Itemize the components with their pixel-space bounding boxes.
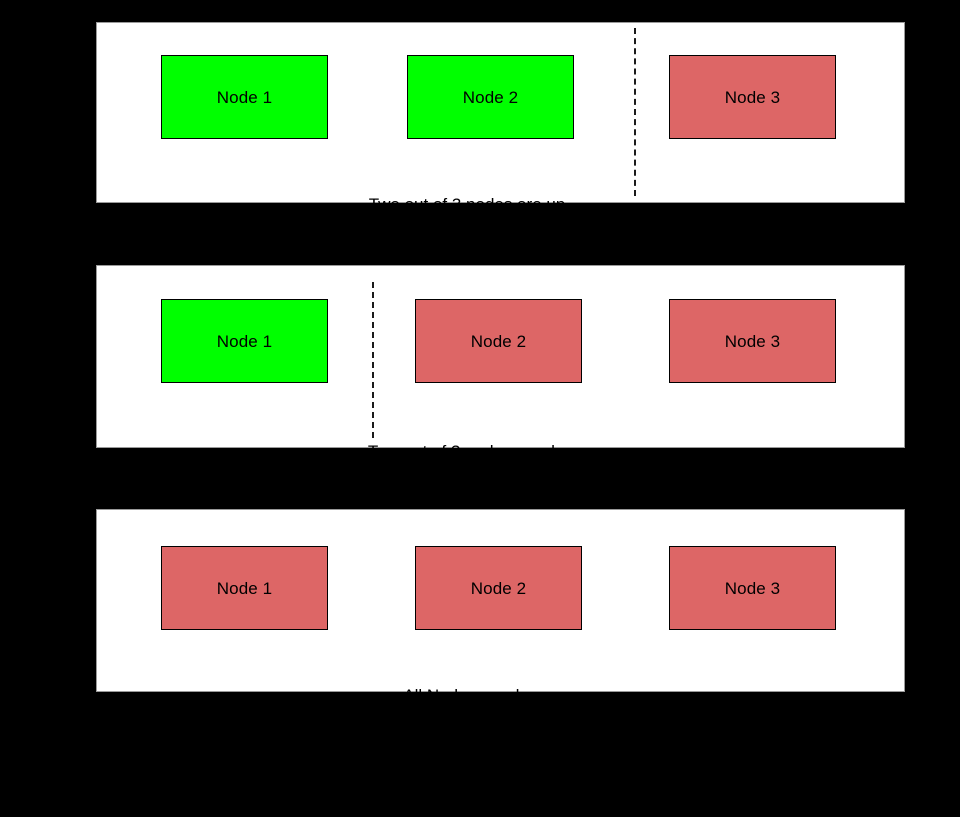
partition-divider-panel2 [372, 282, 374, 438]
node-box-panel3-node1[interactable]: Node 1 [161, 546, 328, 630]
node-box-panel2-node1[interactable]: Node 1 [161, 299, 328, 383]
panel3-caption: All Nodes are down Majority Fails & Clus… [107, 641, 847, 817]
node-box-panel1-node2[interactable]: Node 2 [407, 55, 574, 139]
panel-majority-down: Node 1 Node 2 Node 3 Two out of 3 nodes … [96, 265, 905, 527]
caption-line-1: Two out of 3 nodes are down [367, 442, 587, 461]
node-box-panel2-node3[interactable]: Node 3 [669, 299, 836, 383]
partition-divider-panel1 [634, 28, 636, 196]
node-box-panel1-node1[interactable]: Node 1 [161, 55, 328, 139]
node-box-panel3-node3[interactable]: Node 3 [669, 546, 836, 630]
node-label: Node 3 [724, 578, 781, 598]
panel-majority-up: Node 1 Node 2 Node 3 Two out of 3 nodes … [96, 22, 905, 280]
node-box-panel1-node3[interactable]: Node 3 [669, 55, 836, 139]
node-label: Node 2 [470, 331, 527, 351]
panel-all-down: Node 1 Node 2 Node 3 All Nodes are down … [96, 509, 905, 771]
diagram-canvas: Node 1 Node 2 Node 3 Two out of 3 nodes … [96, 22, 905, 771]
caption-line-1: All Nodes are down [403, 686, 551, 705]
node-label: Node 2 [462, 87, 519, 107]
caption-line-2: Majority Fails & Cluster Stops [365, 752, 589, 771]
node-label: Node 1 [216, 578, 273, 598]
node-box-panel3-node2[interactable]: Node 2 [415, 546, 582, 630]
node-label: Node 1 [216, 87, 273, 107]
node-label: Node 3 [724, 87, 781, 107]
node-box-panel2-node2[interactable]: Node 2 [415, 299, 582, 383]
node-label: Node 1 [216, 331, 273, 351]
caption-line-1: Two out of 3 nodes are up [368, 195, 566, 214]
node-label: Node 2 [470, 578, 527, 598]
node-label: Node 3 [724, 331, 781, 351]
